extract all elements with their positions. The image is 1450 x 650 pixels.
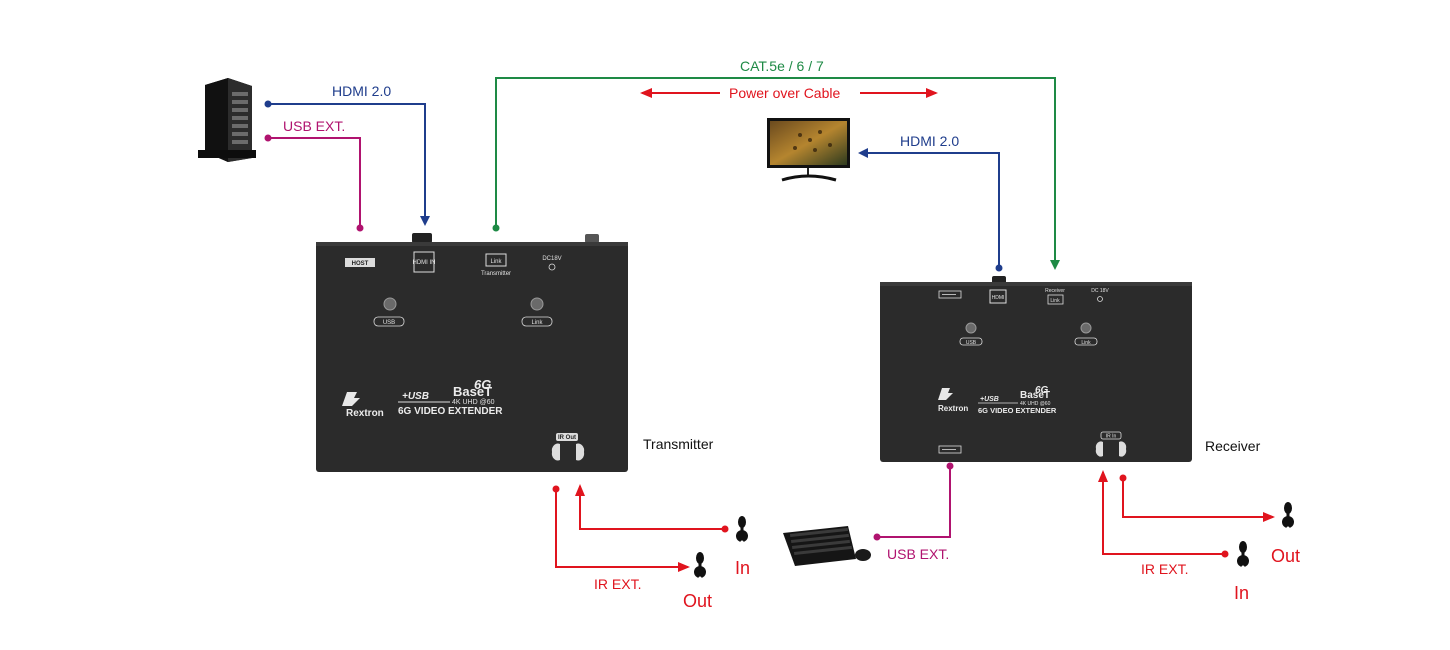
transmitter-device: HOST HDMI IN Link Transmitter DC18V USB … [316,233,628,472]
svg-text:Rextron: Rextron [346,408,384,419]
tx-link-port: Link Transmitter [481,253,511,277]
rx-ir-port: IR In [1095,431,1127,457]
rx-usb-led: USB [959,322,983,346]
usb-tx-wire [264,134,364,232]
receiver-caption: Receiver [1205,438,1261,454]
svg-text:USB: USB [966,340,977,346]
usb-tx-label: USB EXT. [283,118,345,134]
svg-text:DC18V: DC18V [542,256,561,262]
tx-dc-port: DC18V [542,256,562,271]
power-label: Power over Cable [729,85,840,101]
rx-hdmi-port: HDMI [989,289,1007,304]
ir-tx-out-label: Out [683,591,712,611]
tx-hdmi-port: HDMI IN [413,251,436,273]
tx-host-port: HOST [345,258,375,267]
svg-text:HDMI: HDMI [992,295,1005,301]
ir-sensor-icon-rx-in [1237,541,1249,569]
cat-label: CAT.5e / 6 / 7 [740,58,824,74]
rx-usb-port-bottom [938,445,962,454]
svg-text:Link: Link [531,320,543,326]
rx-link-led: Link [1074,322,1098,346]
svg-text:+USB: +USB [402,391,429,402]
svg-text:+USB: +USB [980,396,999,403]
rx-brand-logo: Rextron [938,388,968,413]
hdmi-rx-wire [858,148,1003,272]
svg-text:HDMI IN: HDMI IN [413,260,436,266]
tx-brand-logo: Rextron [342,392,384,419]
usb-rx-wire [873,462,954,541]
ir-tx-wires [552,484,729,572]
hdmi-rx-label: HDMI 2.0 [900,133,959,149]
svg-text:IR In: IR In [1106,434,1117,440]
svg-text:BaseT: BaseT [1020,390,1050,401]
keyboard-mouse-icon [783,526,871,566]
ir-rx-in-label: In [1234,583,1249,603]
usb-rx-label: USB EXT. [887,546,949,562]
svg-text:HOST: HOST [352,261,369,267]
svg-text:Link: Link [490,259,502,265]
transmitter-caption: Transmitter [643,436,714,452]
svg-text:DC 18V: DC 18V [1091,288,1109,294]
svg-text:USB: USB [383,320,395,326]
ir-tx-in-label: In [735,558,750,578]
ir-rx-out-label: Out [1271,546,1300,566]
ir-rx-label: IR EXT. [1141,561,1188,577]
svg-text:4K UHD @60: 4K UHD @60 [452,399,495,406]
tx-ir-port: IR Out [551,433,585,461]
tx-link-led: Link [521,297,553,327]
svg-text:Transmitter: Transmitter [481,271,511,277]
tx-model-block: +USB 6G BaseT 4K UHD @60 6G VIDEO EXTEND… [398,377,503,417]
svg-text:6G VIDEO EXTENDER: 6G VIDEO EXTENDER [398,406,503,417]
svg-text:4K UHD @60: 4K UHD @60 [1020,401,1051,407]
monitor-icon [767,118,850,182]
cat-cable-wire [492,77,1060,270]
svg-text:BaseT: BaseT [453,384,492,399]
ir-sensor-icon-tx-in [736,516,748,544]
ir-rx-wires [1098,470,1275,558]
svg-text:Rextron: Rextron [938,404,968,413]
hdmi-tx-label: HDMI 2.0 [332,83,391,99]
rx-usb-port-top [938,290,962,299]
svg-text:6G VIDEO EXTENDER: 6G VIDEO EXTENDER [978,406,1057,415]
tx-usb-led: USB [373,297,405,327]
rx-link-port: Receiver Link [1045,288,1065,305]
ir-sensor-icon-rx-out [1282,502,1294,530]
hdmi-tx-wire [264,100,430,226]
svg-text:6G: 6G [474,377,491,392]
svg-text:Link: Link [1050,298,1060,304]
rx-dc-port: DC 18V [1091,288,1109,302]
ir-tx-label: IR EXT. [594,576,641,592]
tower-pc-icon [198,78,256,162]
rx-model-block: +USB 6G BaseT 4K UHD @60 6G VIDEO EXTEND… [978,385,1057,415]
svg-text:6G: 6G [1035,385,1049,396]
svg-text:IR Out: IR Out [558,435,576,441]
svg-text:Receiver: Receiver [1045,288,1065,294]
ir-sensor-icon-tx-out [694,552,706,580]
svg-text:Link: Link [1081,340,1091,346]
receiver-device: HDMI Receiver Link DC 18V USB Link Rextr… [880,276,1192,462]
